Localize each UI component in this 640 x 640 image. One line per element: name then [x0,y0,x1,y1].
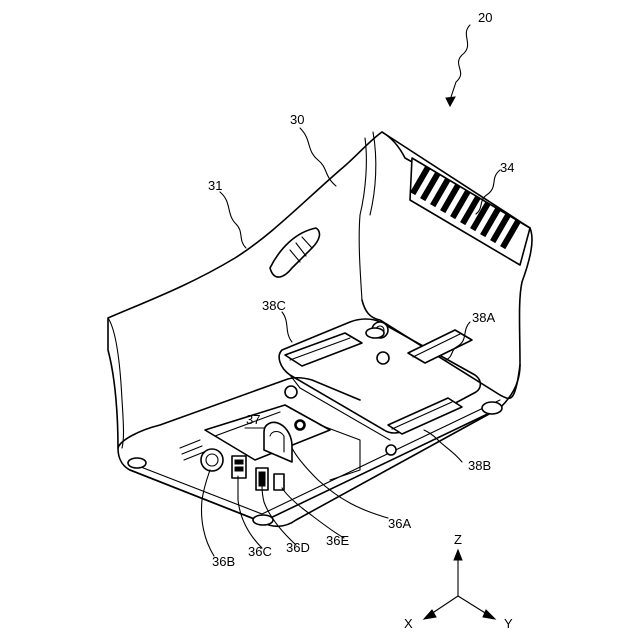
label-36a: 36A [388,516,411,531]
label-36e: 36E [326,533,349,548]
label-38a: 38A [472,310,495,325]
axis-x-label: X [404,616,413,631]
label-36d: 36D [286,540,310,555]
label-38c: 38C [262,298,286,313]
axis-indicator [424,550,495,619]
label-34: 34 [500,160,514,175]
label-38b: 38B [468,458,491,473]
label-31: 31 [208,178,222,193]
label-30: 30 [290,112,304,127]
label-36c: 36C [248,544,272,559]
label-20: 20 [478,10,492,25]
axis-y-label: Y [504,616,513,631]
axis-z-label: Z [454,532,462,547]
label-37: 37 [246,412,260,427]
label-36b: 36B [212,554,235,569]
